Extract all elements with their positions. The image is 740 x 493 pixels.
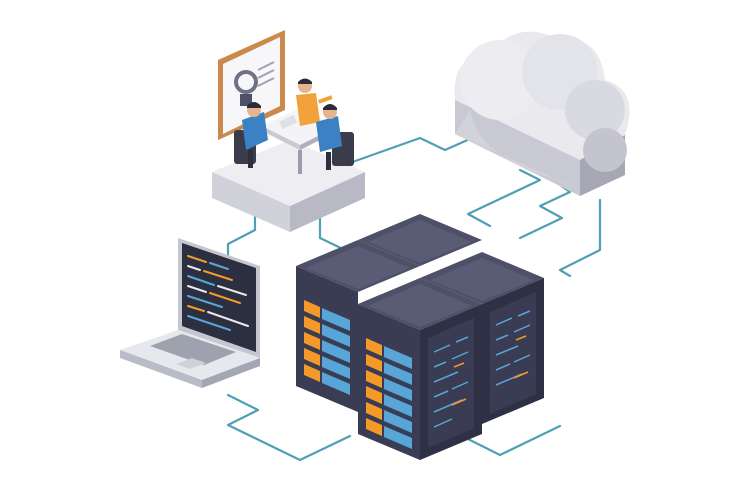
person-left — [234, 102, 268, 168]
drive-bays-left — [304, 300, 350, 395]
person-right — [316, 104, 354, 170]
laptop-icon — [120, 238, 260, 388]
server-rack-left — [296, 240, 420, 412]
cable-platform-laptop — [226, 213, 257, 264]
cloud-icon — [454, 31, 630, 196]
cable-cloud-server-c — [558, 198, 602, 278]
person-standing — [296, 78, 333, 126]
cable-cloud-server-a — [466, 168, 542, 228]
code-lines — [187, 255, 249, 331]
gear-icon — [234, 70, 258, 94]
drive-bays-front — [366, 338, 412, 449]
server-rack-front — [358, 278, 482, 460]
cable-laptop-servers — [226, 393, 352, 462]
cable-cloud-server-b — [518, 183, 572, 240]
presentation-board — [218, 30, 285, 140]
server-cluster — [296, 214, 544, 460]
